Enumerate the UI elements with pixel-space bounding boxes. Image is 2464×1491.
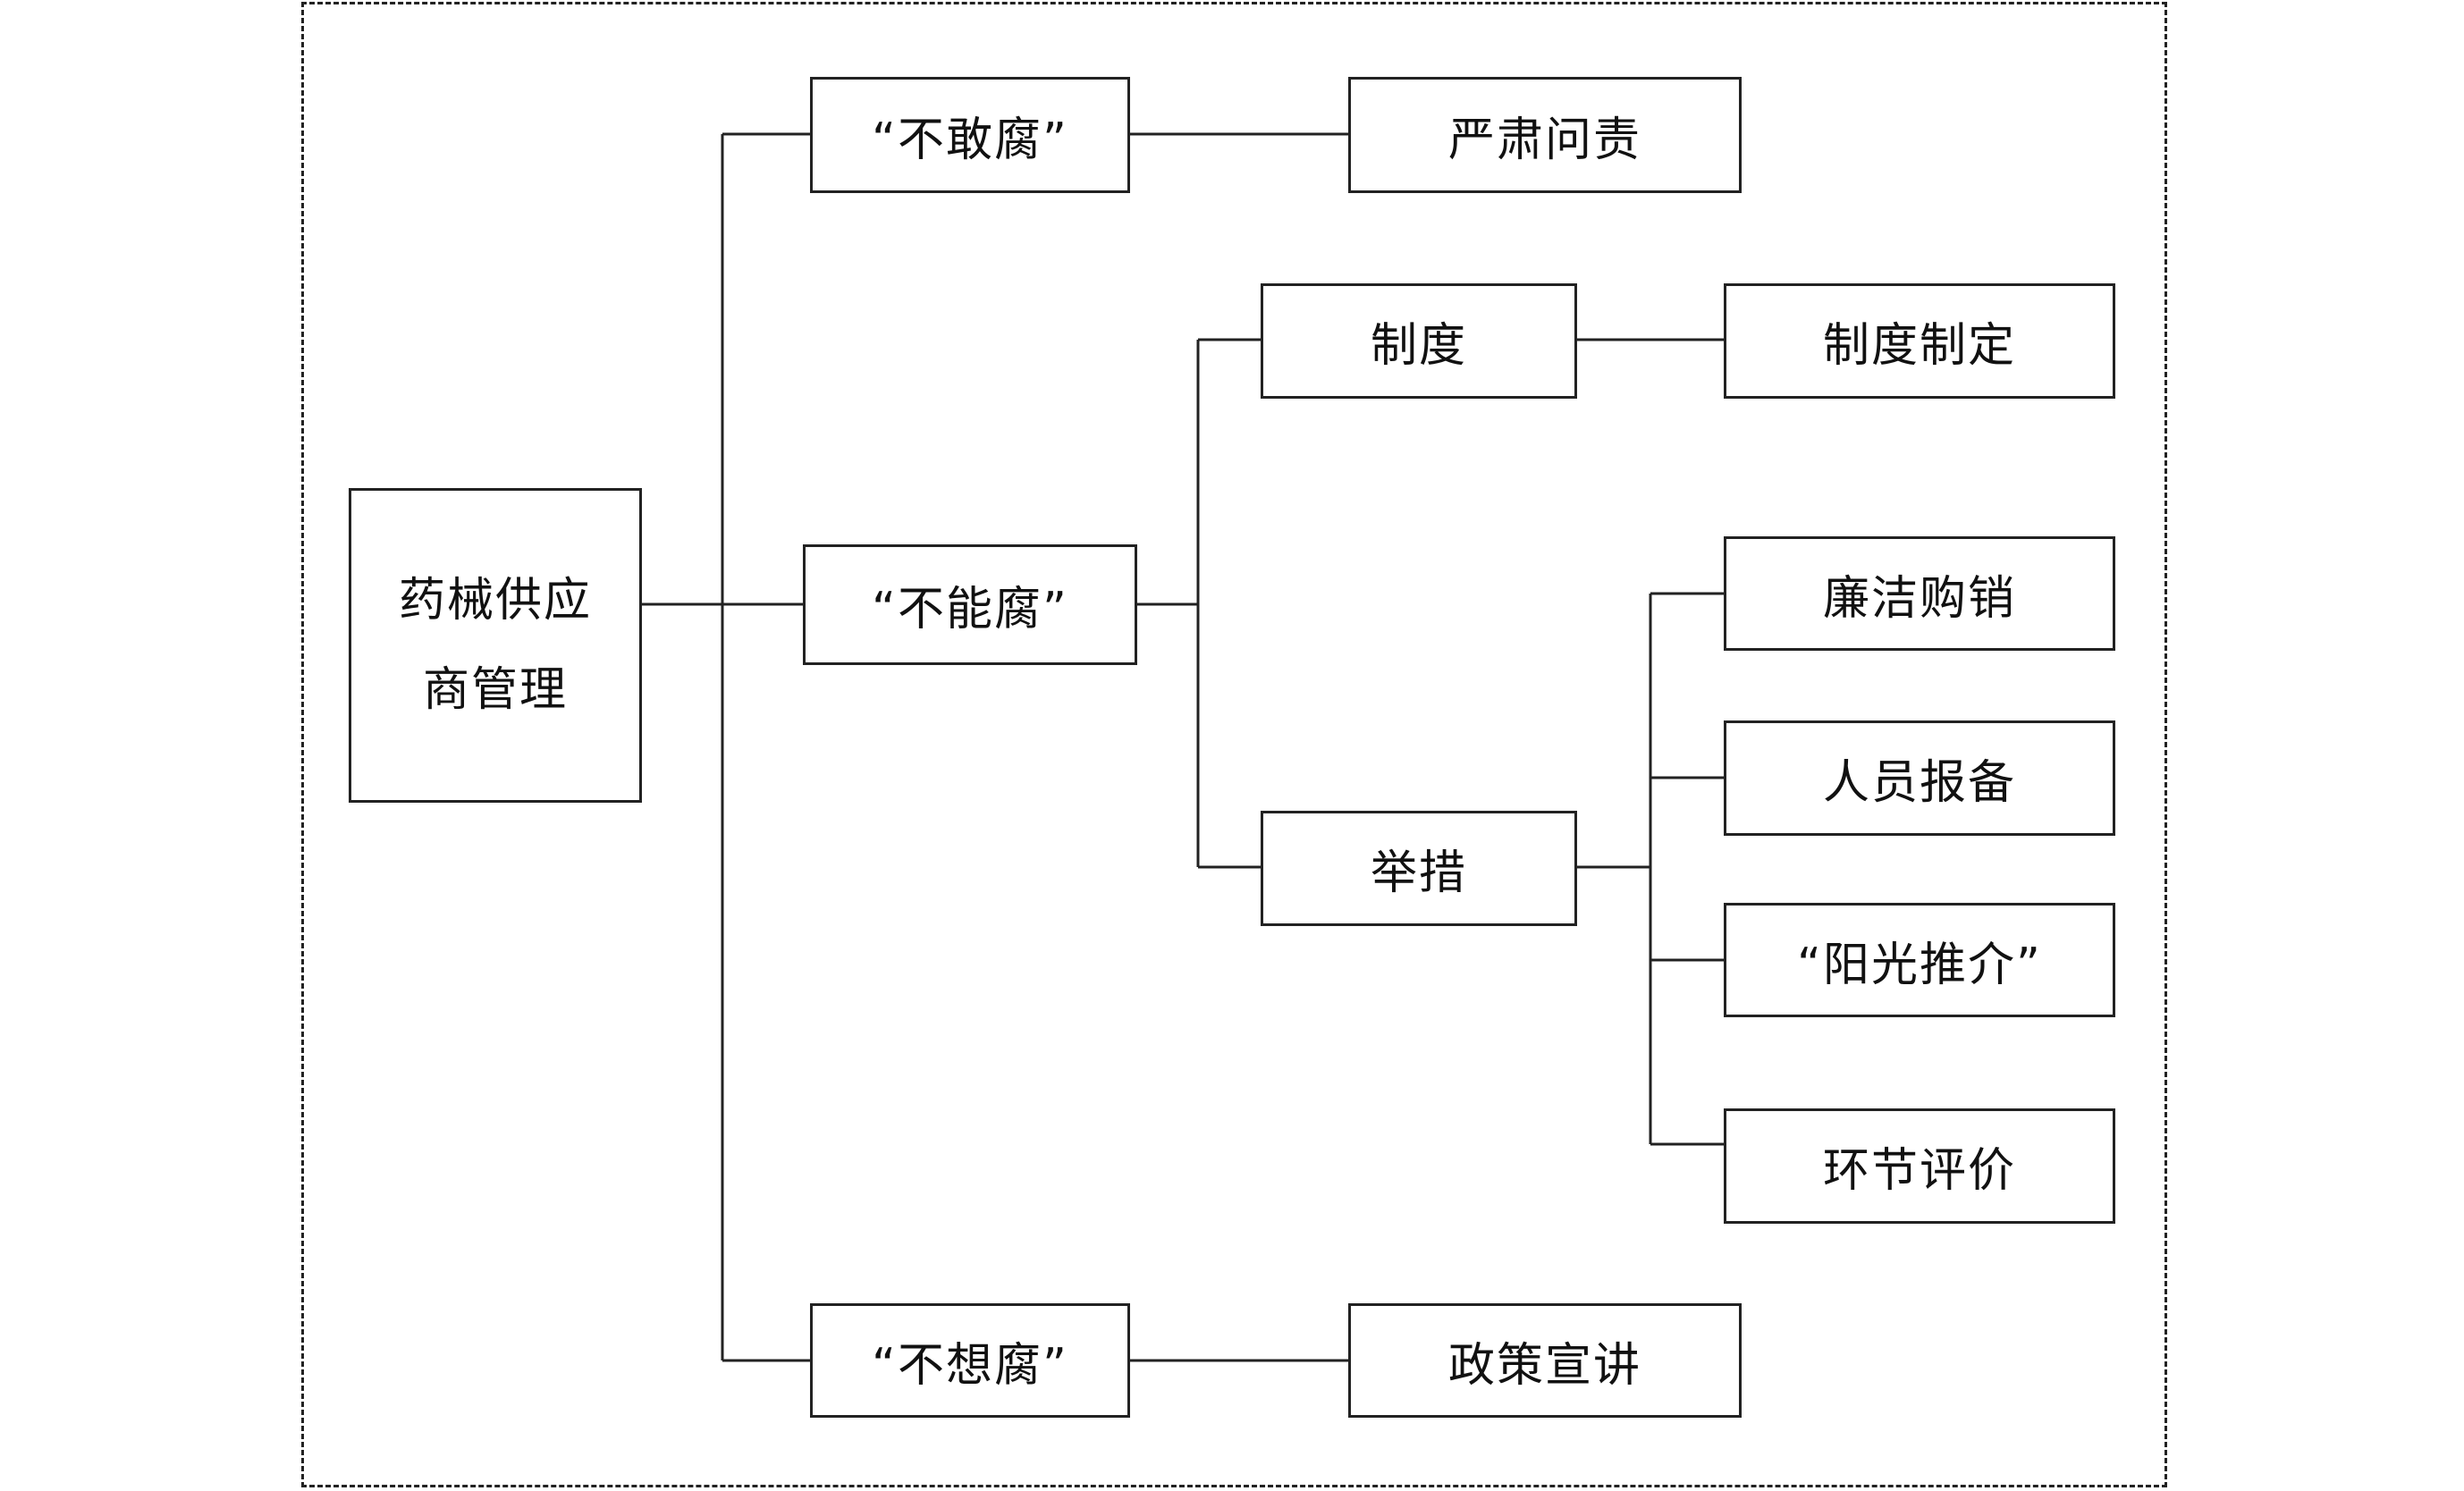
node-yangguang-tuijie-label: “阳光推介” — [1797, 938, 2042, 992]
node-yangguang-tuijie: “阳光推介” — [1724, 903, 2115, 1017]
node-root: 药械供应商管理 — [349, 488, 642, 803]
node-yansu-wenze: 严肃问责 — [1348, 77, 1742, 193]
node-lianjie-gouxiao-label: 廉洁购销 — [1822, 571, 2016, 626]
node-root-label: 药械供应商管理 — [398, 574, 592, 717]
node-lianjie-gouxiao: 廉洁购销 — [1724, 536, 2115, 651]
node-bugan: “不敢腐” — [810, 77, 1130, 193]
node-zhengce-xuanjiang-label: 政策宣讲 — [1447, 1338, 1641, 1393]
node-zhidu: 制度 — [1261, 283, 1577, 399]
node-zhidu-zhiding-label: 制度制定 — [1822, 319, 2016, 373]
node-zhidu-label: 制度 — [1370, 319, 1467, 373]
node-jucuo-label: 举措 — [1370, 847, 1467, 900]
node-yansu-wenze-label: 严肃问责 — [1447, 113, 1641, 167]
node-buneng: “不能腐” — [803, 544, 1137, 665]
node-renyuan-baobei-label: 人员报备 — [1822, 756, 2016, 810]
diagram-frame — [301, 2, 2167, 1487]
node-bugan-label: “不敢腐” — [872, 113, 1068, 167]
node-zhidu-zhiding: 制度制定 — [1724, 283, 2115, 399]
node-buneng-label: “不能腐” — [872, 583, 1068, 636]
node-huanjie-pingjia: 环节评价 — [1724, 1108, 2115, 1224]
node-buxiang-label: “不想腐” — [872, 1338, 1068, 1393]
node-jucuo: 举措 — [1261, 811, 1577, 926]
node-renyuan-baobei: 人员报备 — [1724, 720, 2115, 836]
node-buxiang: “不想腐” — [810, 1303, 1130, 1418]
node-zhengce-xuanjiang: 政策宣讲 — [1348, 1303, 1742, 1418]
node-huanjie-pingjia-label: 环节评价 — [1822, 1144, 2016, 1198]
